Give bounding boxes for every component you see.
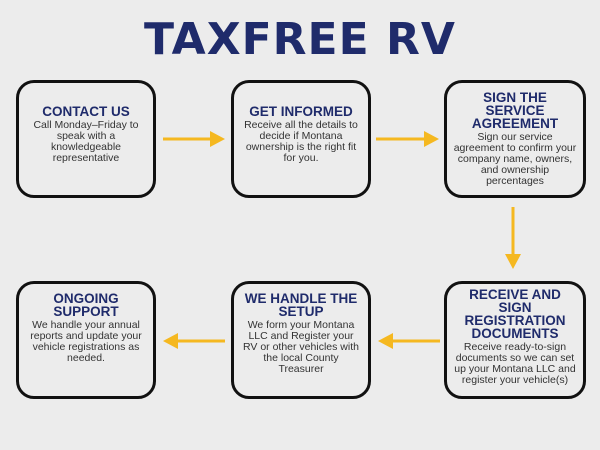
step-title: CONTACT US [42, 104, 130, 119]
step-receive-sign-documents: RECEIVE AND SIGN REGISTRATION DOCUMENTS … [444, 281, 586, 399]
step-description: Sign our service agreement to confirm yo… [453, 131, 577, 187]
page-title: TAXFREE RV [144, 14, 456, 65]
step-title: SIGN THE SERVICE AGREEMENT [471, 90, 559, 131]
step-title: WE HANDLE THE SETUP [244, 291, 358, 319]
arrow-left-icon [378, 333, 440, 349]
step-description: Call Monday–Friday to speak with a knowl… [33, 119, 139, 164]
arrow-left-icon [163, 333, 225, 349]
step-get-informed: GET INFORMED Receive all the details to … [231, 80, 371, 198]
step-description: Receive all the details to decide if Mon… [244, 119, 358, 164]
step-title: ONGOING SUPPORT [53, 291, 119, 319]
step-sign-service-agreement: SIGN THE SERVICE AGREEMENT Sign our serv… [444, 80, 586, 198]
step-description: We form your Montana LLC and Register yo… [243, 319, 359, 375]
step-description: We handle your annual reports and update… [30, 319, 142, 364]
step-title: RECEIVE AND SIGN REGISTRATION DOCUMENTS [464, 287, 566, 341]
step-contact-us: CONTACT US Call Monday–Friday to speak w… [16, 80, 156, 198]
step-we-handle-setup: WE HANDLE THE SETUP We form your Montana… [231, 281, 371, 399]
step-ongoing-support: ONGOING SUPPORT We handle your annual re… [16, 281, 156, 399]
arrow-right-icon [163, 131, 225, 147]
arrow-right-icon [376, 131, 439, 147]
step-description: Receive ready-to-sign documents so we ca… [454, 341, 576, 386]
step-title: GET INFORMED [249, 104, 353, 119]
arrow-down-icon [505, 207, 521, 269]
